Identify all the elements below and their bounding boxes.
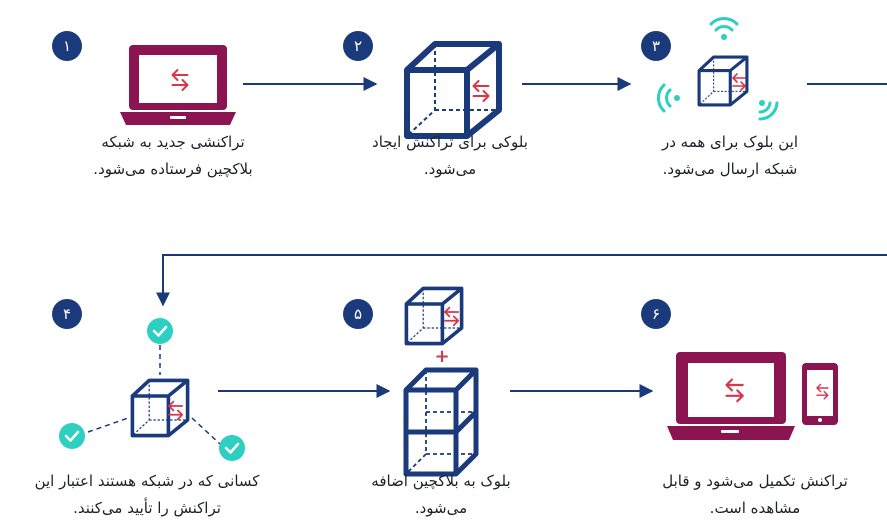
step-6-caption: تراکنش تکمیل می‌شود و قابل مشاهده است. xyxy=(640,468,870,522)
svg-text:۵: ۵ xyxy=(354,305,362,323)
step-badge-6: ۶ xyxy=(641,299,671,329)
step-5-caption: بلوک به بلاکچین اضافه می‌شود. xyxy=(326,468,556,522)
caption-line: بلوک به بلاکچین اضافه xyxy=(371,472,511,490)
step-3-caption: این بلوک برای همه در شبکه ارسال می‌شود. xyxy=(615,129,845,183)
caption-line: مشاهده است. xyxy=(709,499,801,517)
svg-text:۶: ۶ xyxy=(652,305,660,323)
signal-left-icon xyxy=(657,83,680,113)
stacked-blocks-icon: + xyxy=(403,286,479,477)
step-badge-5: ۵ xyxy=(343,299,373,329)
caption-line: کسانی که در شبکه هستند اعتبار این xyxy=(34,472,260,490)
signal-right-icon xyxy=(758,100,779,121)
checkmark-icon xyxy=(217,433,247,463)
connector-3-4 xyxy=(156,83,887,307)
svg-text:۲: ۲ xyxy=(354,37,362,55)
svg-text:۱: ۱ xyxy=(63,37,71,55)
caption-line: شبکه ارسال می‌شود. xyxy=(662,160,798,178)
caption-line: تراکنش را تأیید می‌کنند. xyxy=(73,499,221,517)
caption-line: می‌شود. xyxy=(414,499,468,517)
laptop-phone-icon xyxy=(667,352,838,440)
checkmark-icon xyxy=(57,421,87,451)
caption-line: بلوکی برای تراکنش ایجاد xyxy=(372,133,528,151)
step-2-caption: بلوکی برای تراکنش ایجاد می‌شود. xyxy=(335,129,565,183)
svg-text:۴: ۴ xyxy=(63,305,71,323)
svg-text:۳: ۳ xyxy=(652,37,660,55)
broadcast-cube-icon xyxy=(697,55,749,107)
checkmark-icon xyxy=(145,316,175,346)
caption-line: بلاکچین فرستاده می‌شود. xyxy=(93,160,253,178)
caption-line: تراکنشی جدید به شبکه xyxy=(101,133,245,151)
step-badge-3: ۳ xyxy=(641,31,671,61)
step-4-caption: کسانی که در شبکه هستند اعتبار این تراکنش… xyxy=(2,468,292,522)
plus-sign: + xyxy=(434,346,449,367)
caption-line: این بلوک برای همه در xyxy=(661,133,799,151)
step-badge-4: ۴ xyxy=(52,299,82,329)
validated-cube-icon xyxy=(130,378,190,438)
step-badge-1: ۱ xyxy=(52,31,82,61)
step-badge-2: ۲ xyxy=(343,31,373,61)
wifi-signal-icon xyxy=(709,17,739,40)
caption-line: تراکنش تکمیل می‌شود و قابل xyxy=(662,472,848,490)
validation-lines xyxy=(87,345,221,445)
step-1-caption: تراکنشی جدید به شبکه بلاکچین فرستاده می‌… xyxy=(58,129,288,183)
laptop-icon xyxy=(120,45,236,125)
caption-line: می‌شود. xyxy=(423,160,477,178)
cube-icon xyxy=(407,44,499,136)
